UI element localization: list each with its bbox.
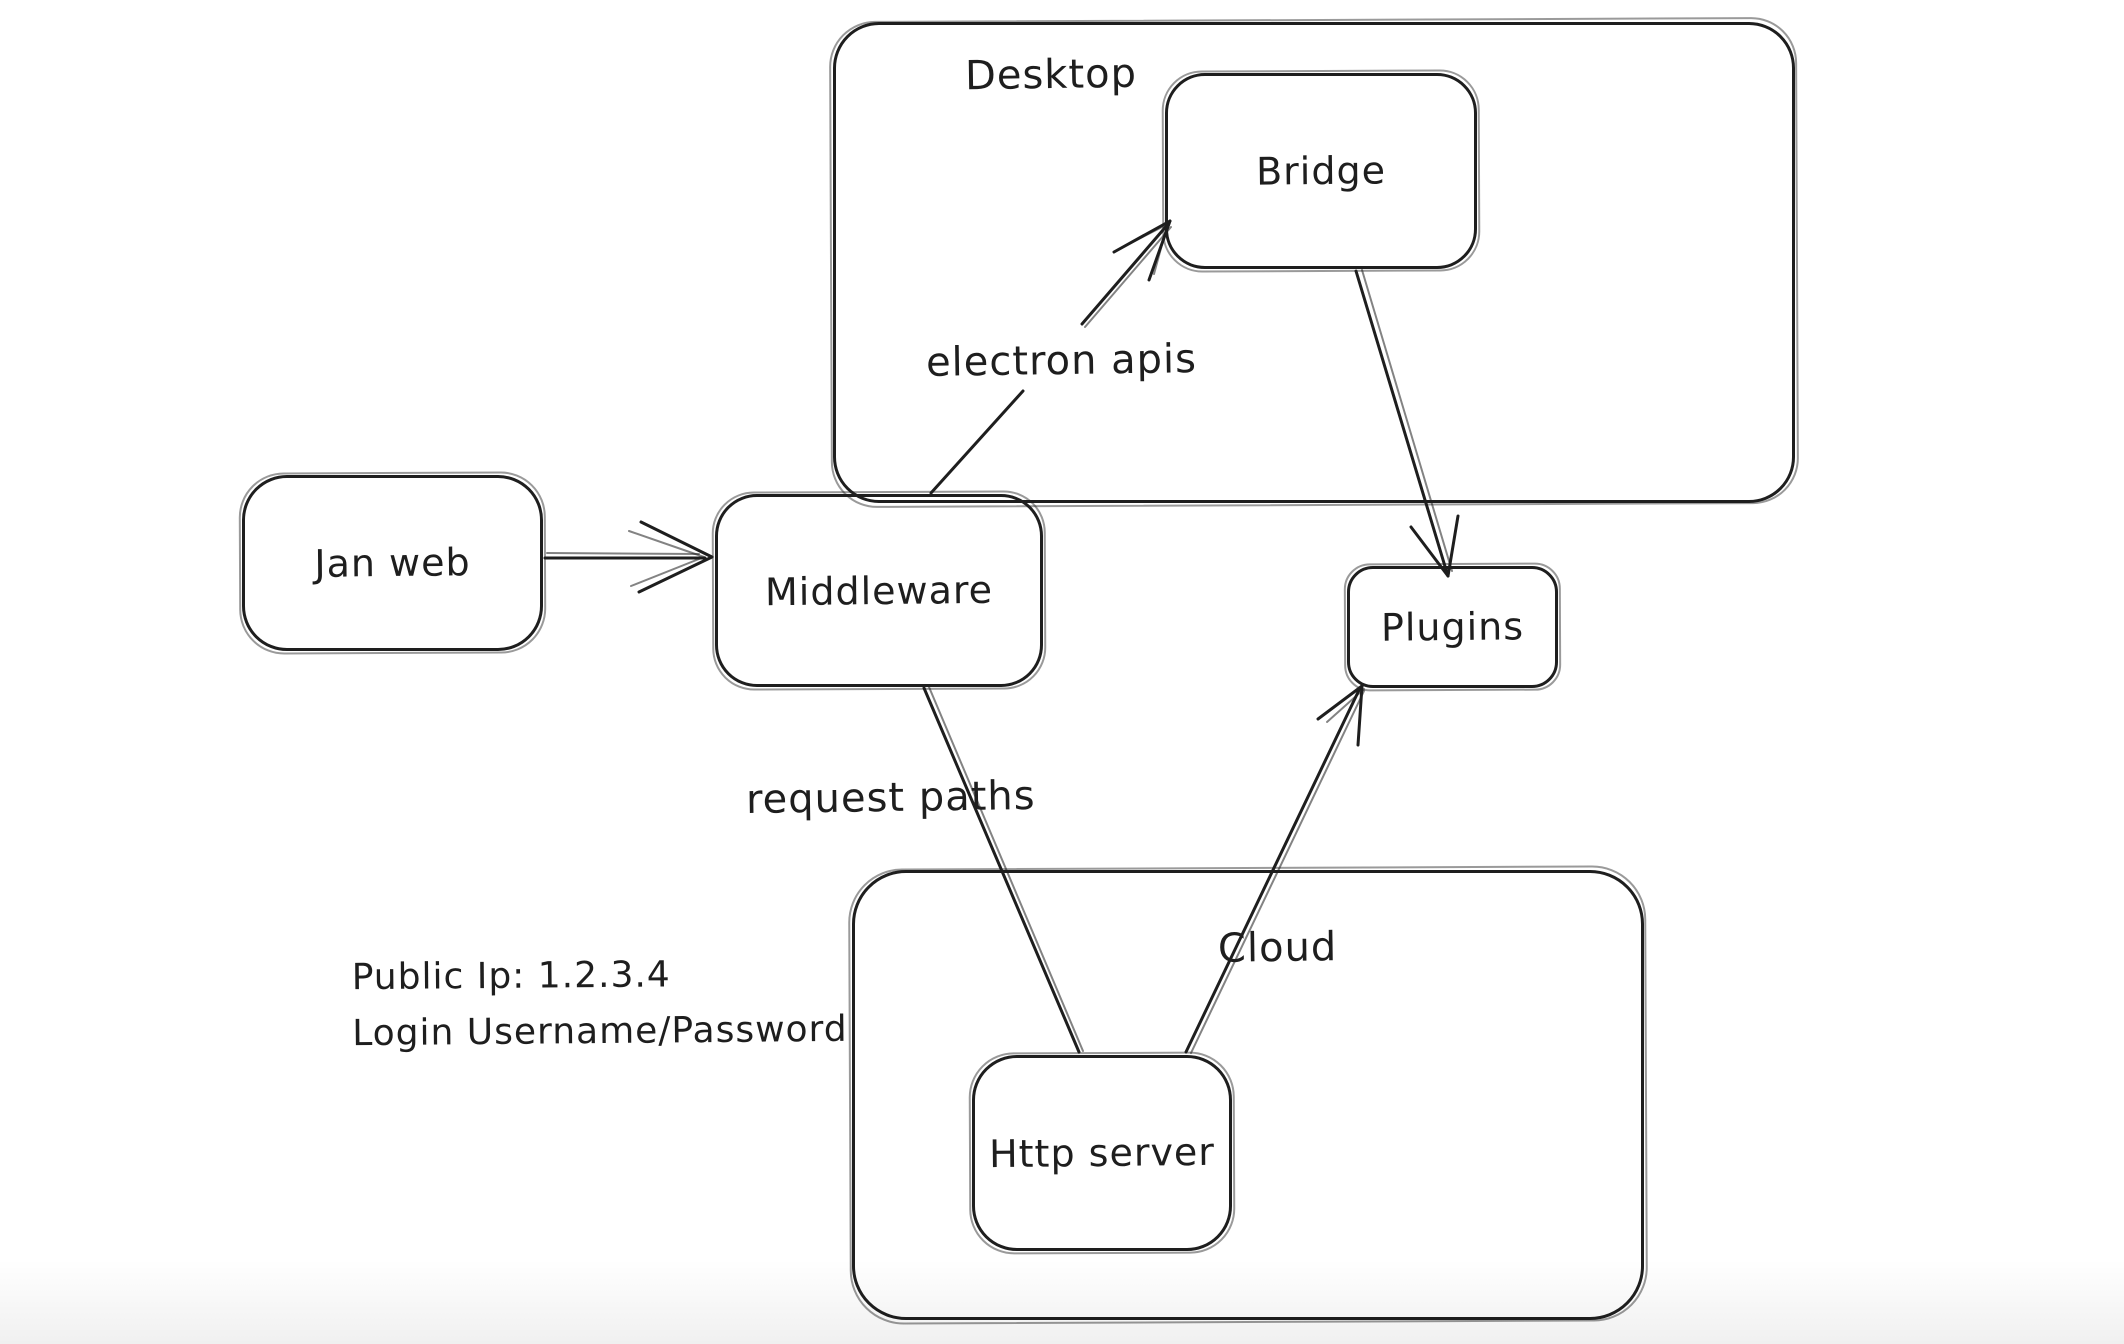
bridge-node-label: Bridge [1255,148,1387,194]
http-server-node-label: Http server [988,1129,1216,1177]
arrow-janweb-to-middleware[interactable] [543,520,714,594]
http-server-node[interactable]: Http server [972,1055,1232,1251]
arrow-bridge-to-plugins[interactable] [1354,269,1460,578]
arrow-middleware-to-bridge[interactable] [929,219,1172,495]
desktop-group-label: Desktop [964,50,1138,100]
cloud-group-container[interactable] [852,870,1644,1320]
cloud-group-label: Cloud [1217,924,1338,972]
arrow-httpserver-to-plugins[interactable] [1184,684,1365,1054]
login-note-line: Login Username/Password [352,1008,848,1055]
request-paths-edge-label: request paths [745,772,1036,824]
jan-web-node-label: Jan web [314,540,471,586]
plugins-node[interactable]: Plugins [1347,566,1558,688]
middleware-node[interactable]: Middleware [715,494,1043,687]
credentials-note: Public Ip: 1.2.3.4 Login Username/Passwo… [352,946,848,1062]
jan-web-node[interactable]: Jan web [242,475,543,651]
desktop-group-container[interactable] [833,22,1795,503]
electron-apis-edge-label: electron apis [925,336,1198,386]
bridge-node[interactable]: Bridge [1165,73,1477,269]
line-middleware-to-httpserver[interactable] [922,686,1084,1054]
middleware-node-label: Middleware [764,567,994,614]
public-ip-note-line: Public Ip: 1.2.3.4 [351,954,671,999]
plugins-node-label: Plugins [1380,604,1525,650]
